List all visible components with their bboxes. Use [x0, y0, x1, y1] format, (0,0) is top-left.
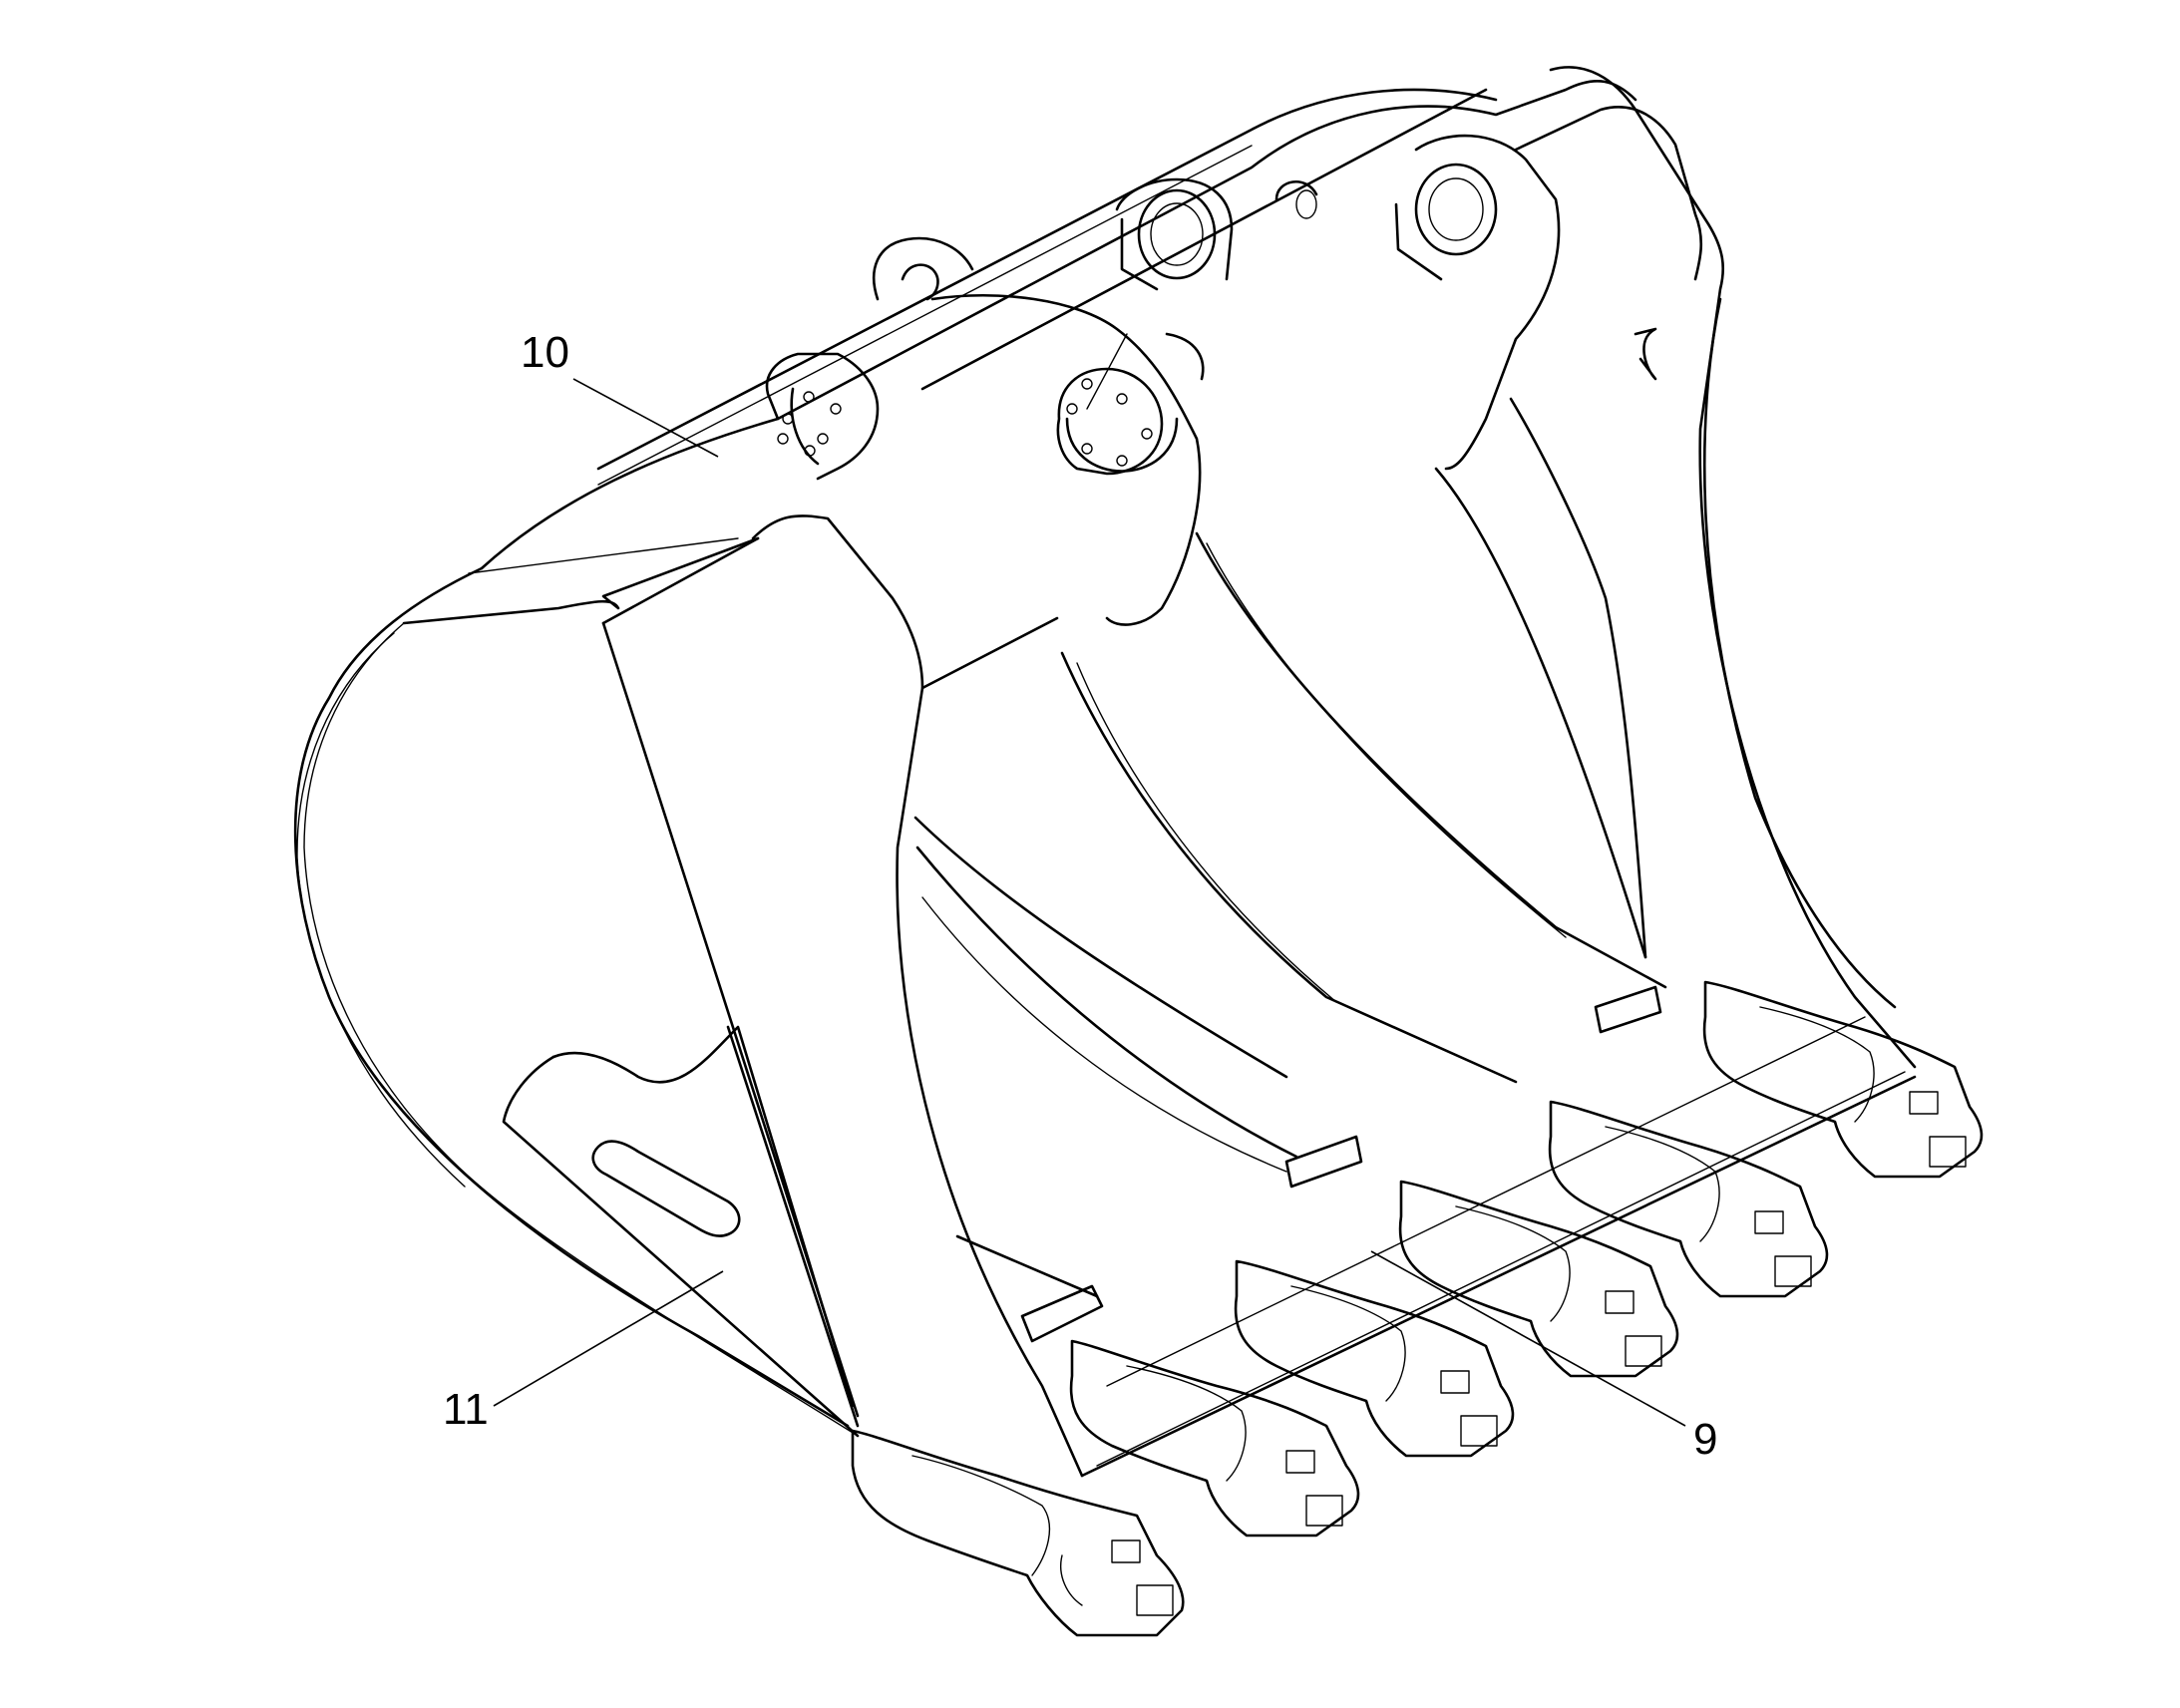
side-wear-plate — [502, 621, 860, 1438]
tooth-1 — [851, 1429, 1185, 1637]
hinge-lugs — [873, 134, 1561, 626]
bucket-interior — [915, 531, 1667, 1343]
tooth-6 — [1702, 980, 1984, 1179]
left-pin-boss — [765, 352, 880, 481]
callout-10: 10 — [521, 328, 569, 377]
callout-11: 11 — [443, 1385, 489, 1434]
tooth-4 — [1398, 1180, 1679, 1378]
callouts: 10 11 9 — [443, 328, 1717, 1464]
callout-9: 9 — [1693, 1415, 1717, 1464]
tooth-5 — [1548, 1100, 1829, 1298]
bucket-top-beam — [480, 79, 1637, 570]
leader-lines — [493, 378, 1686, 1427]
cutting-edge — [1080, 1016, 1917, 1478]
leader-line-10 — [572, 378, 719, 458]
right-side-frame — [1434, 66, 1917, 1069]
tooth-3 — [1234, 1259, 1515, 1458]
leader-line-9 — [1370, 1250, 1686, 1427]
leader-line-11 — [493, 1270, 724, 1407]
rear-bushings — [1120, 163, 1498, 291]
tooth-2 — [1069, 1339, 1360, 1537]
right-pin-boss — [1056, 367, 1164, 476]
bucket-teeth — [851, 980, 1984, 1637]
left-side-frame — [601, 514, 1288, 1478]
bucket-side-shell — [293, 536, 859, 1437]
